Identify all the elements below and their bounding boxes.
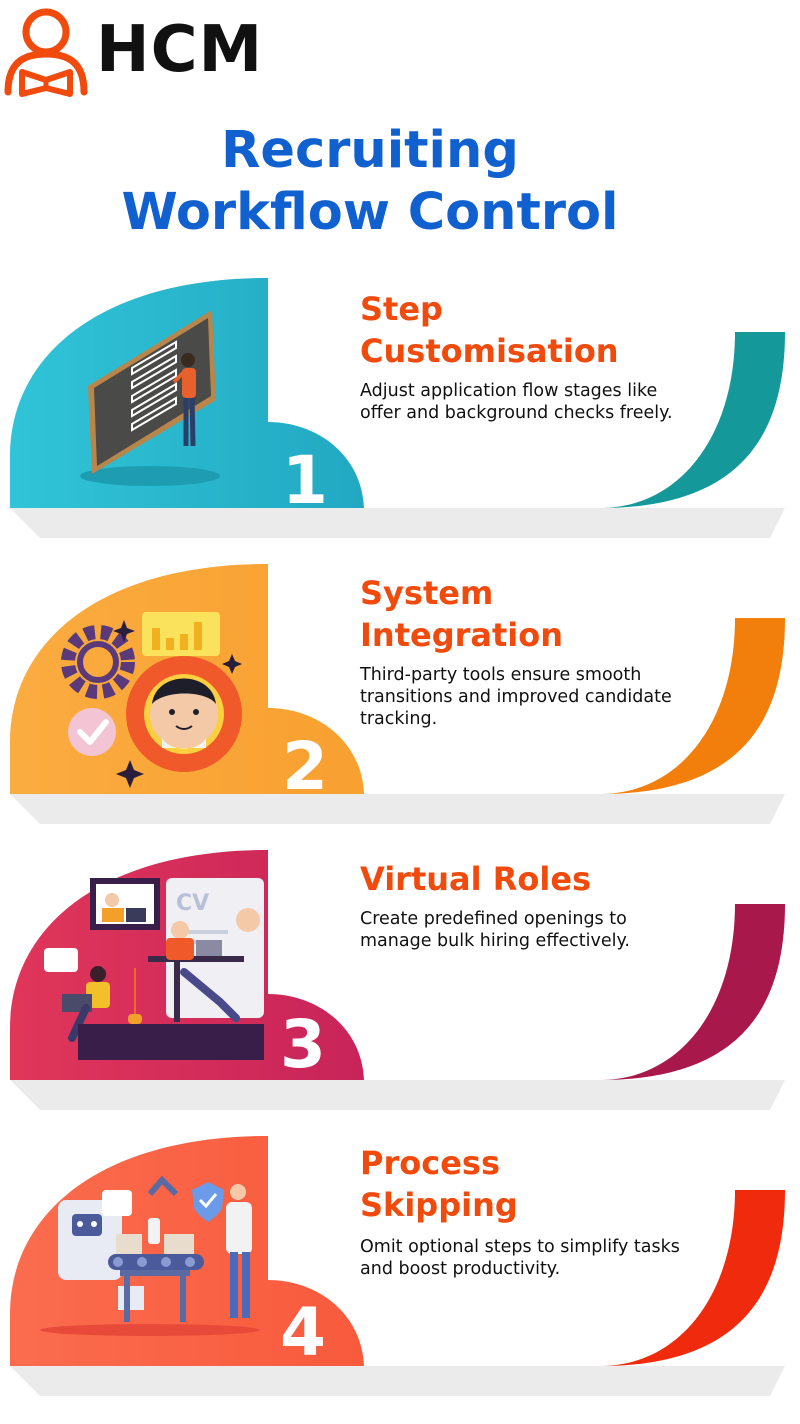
step-number-2: 2 xyxy=(282,728,328,805)
step-description-4: Omit optional steps to simplify tasks an… xyxy=(360,1237,680,1279)
gears-integration-icon xyxy=(61,612,242,788)
step-card-4: 4 Process Skipping Omit optional steps t… xyxy=(0,1134,800,1424)
chalkboard-checklist-icon xyxy=(80,310,220,486)
step-number-4: 4 xyxy=(280,1294,326,1371)
step-title-2-line-2: Integration xyxy=(360,616,563,654)
step-description-1: Adjust application flow stages like offe… xyxy=(360,381,673,423)
step-title-4: Process Skipping xyxy=(360,1142,518,1226)
step-title-3-line-1: Virtual Roles xyxy=(360,860,592,898)
page-title: Recruiting Workflow Control xyxy=(0,120,740,244)
person-reading-icon xyxy=(4,8,88,97)
step-description-3: Create predefined openings to manage bul… xyxy=(360,909,630,951)
step-title-4-line-2: Skipping xyxy=(360,1186,518,1224)
step-card-3-background: CV xyxy=(10,850,785,1110)
step-title-2: System Integration xyxy=(360,572,563,656)
page-title-line-2: Workflow Control xyxy=(121,183,619,242)
step-title-3: Virtual Roles xyxy=(360,858,591,900)
step-number-1: 1 xyxy=(282,442,328,519)
step-number-3: 3 xyxy=(280,1006,326,1083)
step-card-4-background xyxy=(10,1136,785,1396)
page-title-line-1: Recruiting xyxy=(221,121,519,180)
step-title-1-line-1: Step xyxy=(360,290,443,328)
logo-text: HCM xyxy=(96,13,264,87)
step-title-1-line-2: Customisation xyxy=(360,332,619,370)
step-title-2-line-1: System xyxy=(360,574,494,612)
remote-workers-icon: CV xyxy=(44,878,264,1060)
step-card-2-background xyxy=(10,564,785,824)
step-card-3: CV 3 Virtual Roles Create predefined ope… xyxy=(0,848,800,1138)
step-title-1: Step Customisation xyxy=(360,288,619,372)
svg-text:CV: CV xyxy=(176,891,209,916)
step-description-2: Third-party tools ensure smooth transiti… xyxy=(360,665,672,729)
step-card-1-background xyxy=(10,278,785,538)
step-card-2: 2 System Integration Third-party tools e… xyxy=(0,562,800,852)
step-card-1: 1 Step Customisation Adjust application … xyxy=(0,276,800,566)
step-title-4-line-1: Process xyxy=(360,1144,500,1182)
automation-robot-icon xyxy=(40,1175,260,1336)
logo: HCM xyxy=(0,0,290,100)
